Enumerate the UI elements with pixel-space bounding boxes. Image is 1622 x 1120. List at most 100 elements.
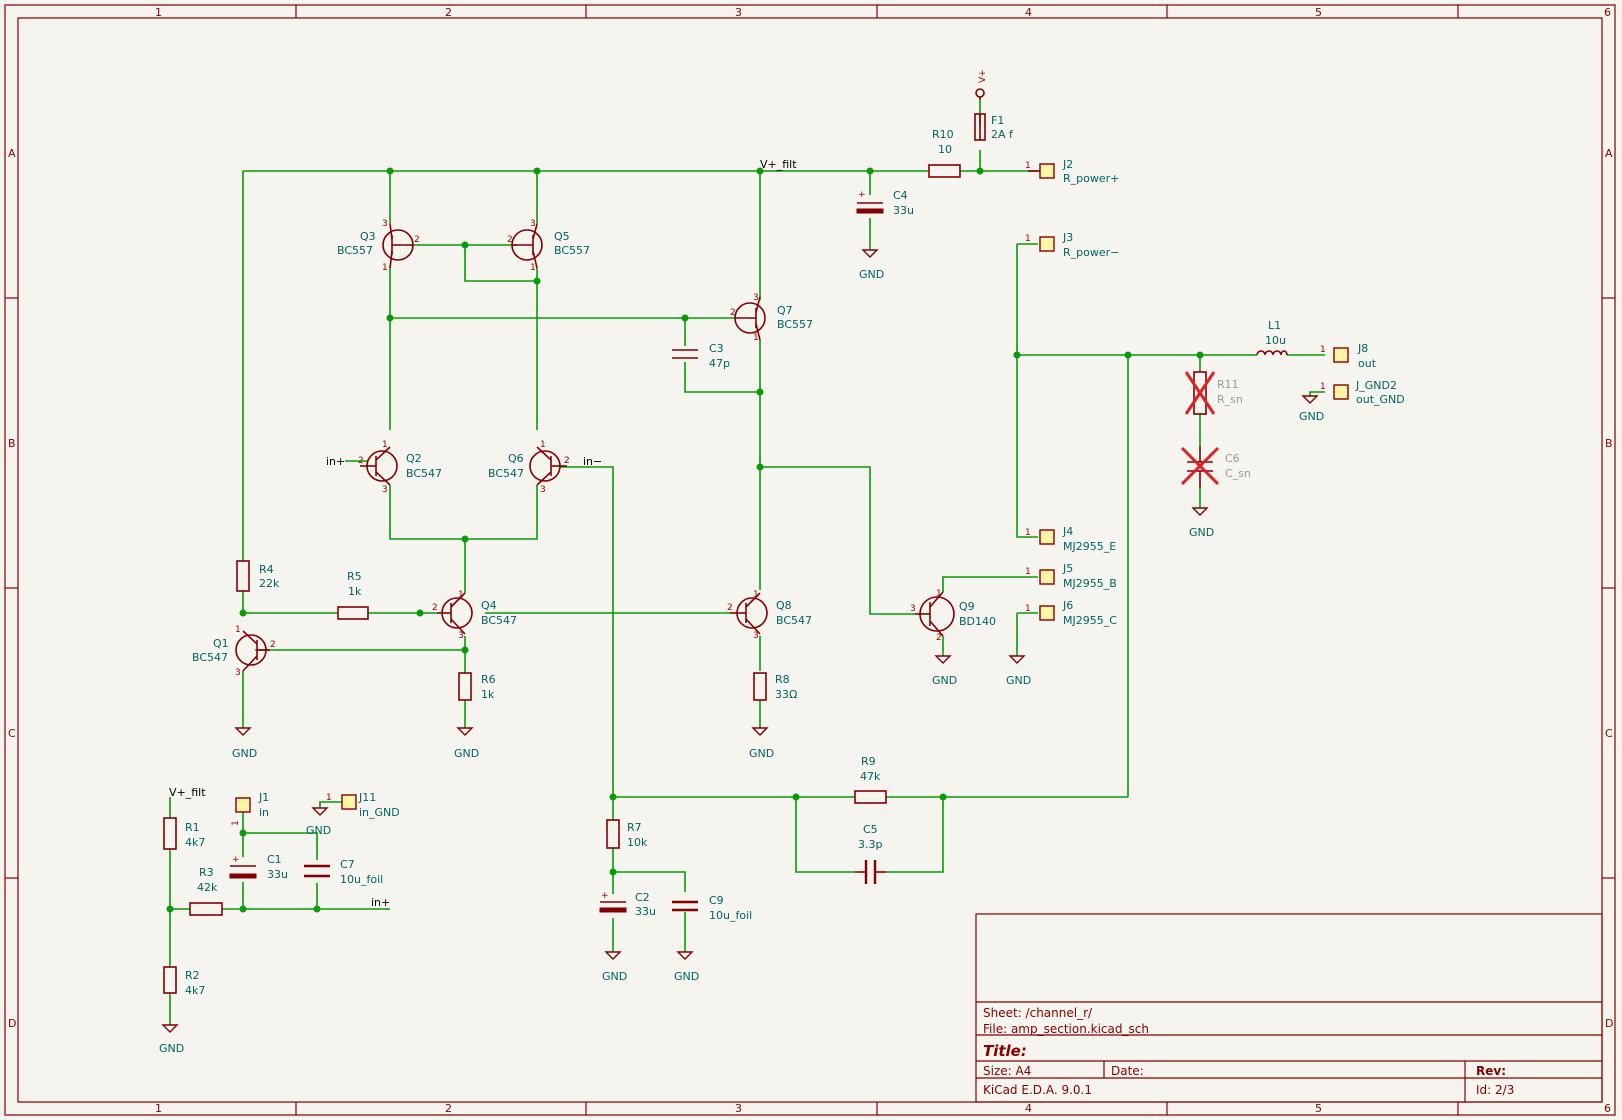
connector-j5[interactable]: 1 <box>1025 567 1055 585</box>
svg-text:3: 3 <box>910 604 916 614</box>
gnd-label-j6: GND <box>1006 674 1031 687</box>
tb-date: Date: <box>1111 1064 1144 1078</box>
resistor-r1[interactable] <box>163 817 177 850</box>
svg-text:1: 1 <box>1025 161 1031 171</box>
r1-value: 4k7 <box>185 836 205 849</box>
resistor-r11-dnp[interactable] <box>1184 371 1216 415</box>
capacitor-c9[interactable] <box>672 900 698 912</box>
svg-text:1: 1 <box>936 589 942 599</box>
fuse-f1[interactable] <box>974 113 986 141</box>
col-6-bottom: 6 <box>1604 1102 1611 1115</box>
transistor-q3[interactable]: 312 <box>382 219 420 273</box>
capacitor-c6-dnp[interactable] <box>1180 446 1220 488</box>
svg-text:1: 1 <box>753 590 759 600</box>
r1-ref: R1 <box>185 821 200 834</box>
j8-value: out <box>1358 357 1377 370</box>
j2-ref: J2 <box>1062 158 1073 171</box>
jgnd2-ref: J_GND2 <box>1355 379 1397 392</box>
row-b-right: B <box>1605 437 1613 450</box>
col-6-top: 6 <box>1604 6 1611 19</box>
row-a-left: A <box>8 147 16 160</box>
transistor-q9[interactable]: 123 <box>910 589 955 643</box>
q4-value: BC547 <box>481 614 517 627</box>
c1-ref: C1 <box>267 853 282 866</box>
resistor-r7[interactable] <box>606 819 620 849</box>
transistor-q6[interactable]: 132 <box>529 440 570 495</box>
r3-ref: R3 <box>199 866 214 879</box>
transistor-q8[interactable]: 132 <box>727 590 768 641</box>
j4-value: MJ2955_E <box>1063 540 1116 553</box>
j8-ref: J8 <box>1357 342 1368 355</box>
resistor-r8[interactable] <box>753 672 767 701</box>
inductor-l1[interactable] <box>1256 350 1288 356</box>
capacitor-c4[interactable]: + <box>856 190 884 214</box>
q7-ref: Q7 <box>777 304 793 317</box>
r7-ref: R7 <box>627 821 642 834</box>
connector-j2[interactable]: 1 <box>1025 161 1055 179</box>
connector-j1[interactable]: 1 <box>231 797 251 826</box>
svg-text:2: 2 <box>564 456 570 466</box>
capacitor-c5[interactable] <box>855 860 886 884</box>
c2-ref: C2 <box>635 891 650 904</box>
connector-j4[interactable]: 1 <box>1025 528 1055 545</box>
svg-text:2: 2 <box>507 235 513 245</box>
col-2-bottom: 2 <box>445 1102 452 1115</box>
j5-ref: J5 <box>1062 562 1073 575</box>
transistor-q1[interactable]: 132 <box>235 625 276 678</box>
r4-ref: R4 <box>259 563 274 576</box>
r5-ref: R5 <box>347 570 362 583</box>
resistor-r10[interactable] <box>928 164 961 178</box>
svg-text:1: 1 <box>1320 345 1326 355</box>
r4-value: 22k <box>259 577 280 590</box>
transistor-q7[interactable]: 312 <box>730 293 766 343</box>
col-3-top: 3 <box>735 6 742 19</box>
r3-value: 42k <box>197 881 218 894</box>
q8-value: BC547 <box>776 614 812 627</box>
jgnd2-value: out_GND <box>1356 393 1405 406</box>
svg-text:1: 1 <box>1025 234 1031 244</box>
c3-ref: C3 <box>709 342 724 355</box>
resistor-r9[interactable] <box>854 790 887 804</box>
transistor-q2[interactable]: 132 <box>358 440 398 495</box>
resistor-r6[interactable] <box>458 672 472 701</box>
transistor-q4[interactable]: 132 <box>432 590 473 641</box>
j6-ref: J6 <box>1062 599 1073 612</box>
svg-text:1: 1 <box>235 625 241 635</box>
r10-ref: R10 <box>932 128 954 141</box>
r11-value: R_sn <box>1217 393 1243 406</box>
capacitor-c3[interactable] <box>672 349 698 359</box>
resistor-r4[interactable] <box>236 560 250 592</box>
q3-value: BC557 <box>337 244 373 257</box>
col-1-top: 1 <box>155 6 162 19</box>
row-b-left: B <box>8 437 16 450</box>
gnd-label-r2: GND <box>159 1042 184 1055</box>
svg-text:1: 1 <box>231 820 241 826</box>
svg-text:1: 1 <box>1025 528 1031 538</box>
capacitor-c2[interactable]: + <box>599 891 627 913</box>
capacitor-c7[interactable] <box>304 864 330 878</box>
tb-rev: Rev: <box>1476 1064 1506 1078</box>
r5-value: 1k <box>348 585 362 598</box>
vplus-label: V+ <box>978 69 988 83</box>
svg-text:+: + <box>858 190 866 200</box>
j3-value: R_power− <box>1063 246 1119 259</box>
resistor-r5[interactable] <box>337 606 369 620</box>
resistor-r3[interactable] <box>189 902 223 916</box>
capacitor-c1[interactable]: + <box>229 855 257 879</box>
svg-text:2: 2 <box>727 603 733 613</box>
connector-j3[interactable]: 1 <box>1025 234 1055 252</box>
row-d-left: D <box>8 1017 16 1030</box>
q6-ref: Q6 <box>508 452 524 465</box>
resistor-r2[interactable] <box>163 966 177 994</box>
connector-jgnd2[interactable]: 1 <box>1320 382 1349 400</box>
connector-j6[interactable]: 1 <box>1025 604 1055 621</box>
svg-text:1: 1 <box>1025 567 1031 577</box>
j3-ref: J3 <box>1062 231 1073 244</box>
connector-j8[interactable]: 1 <box>1320 345 1349 363</box>
net-vfilt-left: V+_filt <box>169 786 206 799</box>
r7-value: 10k <box>627 836 648 849</box>
col-5-top: 5 <box>1315 6 1322 19</box>
connector-j11[interactable]: 1 <box>326 793 357 810</box>
transistor-q5[interactable]: 312 <box>507 219 543 273</box>
